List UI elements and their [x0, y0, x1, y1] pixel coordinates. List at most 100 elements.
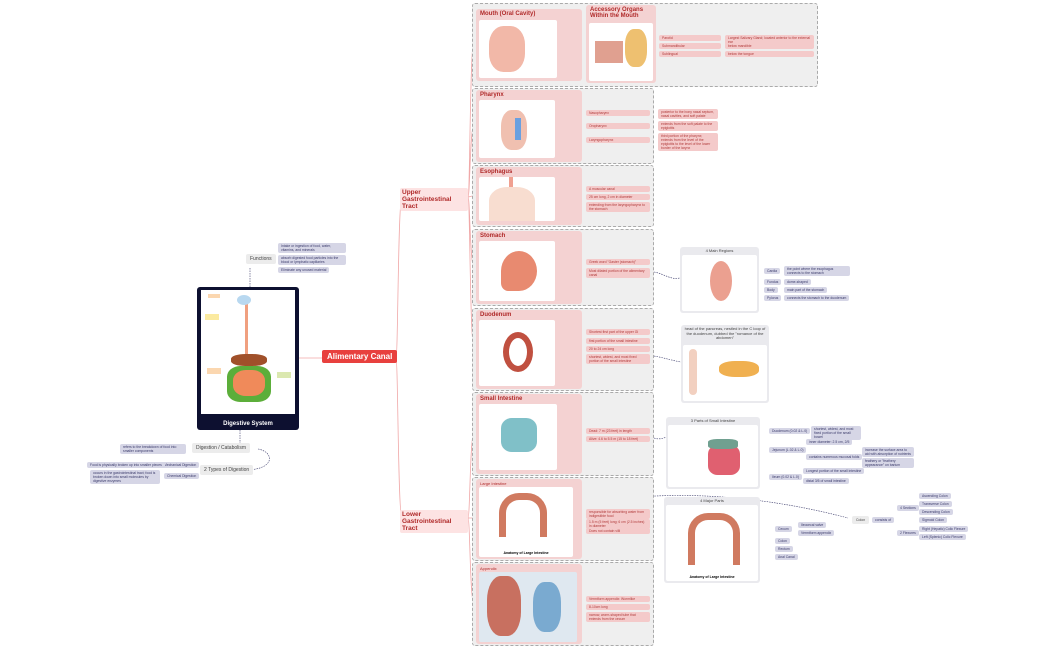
function-item: Eliminate any unused material	[278, 267, 330, 273]
ileum-desc: Longest portion of the small intestine	[803, 468, 865, 474]
function-item: Intake or ingestion of food, water, vita…	[278, 243, 346, 253]
small-intestine-parts-image	[668, 425, 758, 487]
region-pylorus[interactable]: Pylorus	[764, 295, 782, 301]
laryngopharynx-desc: third portion of the pharynx; extends fr…	[658, 133, 718, 151]
parotid[interactable]: Parotid	[659, 35, 721, 41]
colon-node[interactable]: Colon	[852, 516, 870, 524]
stomach-regions-panel[interactable]: 4 Main Regions	[680, 247, 759, 313]
colon-section: Transverse Colon	[919, 501, 952, 507]
jejunum-extra: increase the surface area to aid with ab…	[862, 447, 914, 457]
stomach-image	[479, 241, 555, 301]
duodenum-image	[479, 320, 555, 386]
oropharynx-desc: extends from the soft palate to the epig…	[658, 121, 718, 131]
image-caption: Digestive System	[223, 421, 273, 427]
submandibular[interactable]: Submandibular	[659, 43, 721, 49]
large-intestine-caption: Anatomy of Large Intestine	[503, 551, 549, 555]
stomach-regions-image	[682, 255, 757, 311]
laryngopharynx[interactable]: Laryngopharynx	[586, 137, 650, 143]
digestion-node[interactable]: Digestion / Catabolism	[192, 443, 251, 453]
cecum-sub: Ileocecal valve	[798, 522, 827, 528]
small-intestine-parts-panel[interactable]: 3 Parts of Small Intestine	[666, 417, 760, 489]
esophagus-item: A muscular canal	[586, 186, 650, 192]
chemical-digestion[interactable]: Chemical Digestion	[164, 473, 200, 479]
small-intestine-card[interactable]: Small Intestine	[476, 394, 582, 474]
stomach-item: Most dilated portion of the alimentary c…	[586, 268, 650, 278]
small-intestine-image	[479, 404, 557, 470]
duodenum-item: first portion of the small intestine	[586, 338, 650, 344]
stomach-card[interactable]: Stomach	[476, 231, 582, 304]
jejunum-part[interactable]: Jejunum (L.02 & L.0)	[769, 447, 807, 453]
colon-section: Ascending Colon	[919, 493, 951, 499]
types-node[interactable]: 2 Types of Digestion	[200, 465, 254, 475]
appendix-image	[479, 572, 577, 642]
oropharynx[interactable]: Oropharynx	[586, 123, 650, 129]
nasopharynx-desc: posterior to the bony nasal septum, nasa…	[658, 109, 718, 119]
small-intestine-item: Alive: 4.6 to 5.5 m (15 to 18 feet)	[586, 436, 650, 442]
ileum-desc: distal 3/5 of small intestine	[803, 478, 849, 484]
appendix-item: narrow, worm-shaped tube that extends fr…	[586, 612, 650, 622]
colon-flexure: Left (Splenic) Colic Flexure	[919, 534, 966, 540]
large-intestine-parts-image: Anatomy of Large Intestine	[666, 505, 758, 581]
pancreas-panel[interactable]: head of the pancreas, nestled in the C l…	[681, 325, 769, 403]
duodenum-item: shortest, widest, and most fixed portion…	[586, 354, 650, 364]
lower-gi-branch[interactable]: Lower Gastrointestinal Tract	[400, 510, 468, 533]
jejunum-extra: feathery or "feathery appearance" on bar…	[862, 458, 914, 468]
large-intestine-item: 1.5 m (5 feet) long; 6 cm (2.5 inches) i…	[586, 519, 650, 529]
digestion-desc: refers to the breakdown of food into sma…	[120, 444, 186, 454]
duodenum-part[interactable]: Duodenum (0.02 & L.0)	[769, 428, 811, 434]
consists-of: consists of	[872, 517, 895, 523]
duodenum-card[interactable]: Duodenum	[476, 310, 582, 389]
nasopharynx[interactable]: Nasopharynx	[586, 110, 650, 116]
pharynx-image	[479, 100, 555, 158]
region-cardia[interactable]: Cardia	[764, 268, 780, 274]
duodenum-item: 20 to 24 cm long	[586, 346, 650, 352]
region-fundus[interactable]: Fundus	[764, 279, 782, 285]
cecum-part[interactable]: Cecum	[775, 526, 792, 532]
colon-section: Sigmoid Colon	[919, 517, 948, 523]
sections-label[interactable]: 4 Sections	[897, 505, 919, 511]
region-body[interactable]: Body	[764, 287, 778, 293]
salivary-glands-image	[589, 23, 653, 81]
appendix-card[interactable]: Appendix	[476, 564, 582, 644]
chemical-desc: occurs in the gastrointestinal tract; fo…	[90, 470, 160, 484]
anal-canal-part[interactable]: Anal Canal	[775, 554, 798, 560]
functions-node[interactable]: Functions	[246, 254, 276, 264]
small-intestine-item: Dead: 7 m (23 feet) in length	[586, 428, 650, 434]
large-intestine-image: Anatomy of Large Intestine	[479, 487, 573, 557]
jejunum-desc: inner diameter: 2.5 cm, 2/5	[806, 439, 853, 445]
sublingual-desc: below the tongue	[725, 51, 814, 57]
esophagus-card[interactable]: Esophagus	[476, 167, 582, 225]
pharynx-card[interactable]: Pharynx	[476, 90, 582, 162]
accessory-organs-card[interactable]: Accessory Organs Within the Mouth	[586, 5, 656, 83]
digestive-system-image: Digestive System	[197, 287, 299, 430]
rectum-part[interactable]: Rectum	[775, 546, 793, 552]
sublingual[interactable]: Sublingual	[659, 51, 721, 57]
stomach-item: Greek word "Gaster (stomach)"	[586, 259, 650, 265]
duodenum-part-desc: shortest, widest, and most fixed portion…	[811, 426, 861, 440]
function-item: absorb digested food particles into the …	[278, 255, 346, 265]
pylorus-desc: connects the stomach to the duodenum	[784, 295, 850, 301]
large-intestine-item: responsible for absorbing water from ind…	[586, 509, 650, 519]
body-desc: main part of the stomach	[784, 287, 828, 293]
large-intestine-item: Does not contain villi	[586, 528, 650, 534]
pancreas-image	[683, 345, 767, 401]
esophagus-image	[479, 177, 555, 221]
duodenum-item: Shortest first part of the upper GI	[586, 329, 650, 335]
large-intestine-card[interactable]: Large Intestine Anatomy of Large Intesti…	[476, 479, 582, 559]
fundus-desc: dome-shaped	[784, 279, 811, 285]
upper-gi-branch[interactable]: Upper Gastrointestinal Tract	[400, 188, 468, 211]
mechanical-desc: Food is physically broken up into smalle…	[87, 462, 165, 468]
large-intestine-parts-caption: Anatomy of Large Intestine	[689, 575, 735, 579]
mouth-card[interactable]: Mouth (Oral Cavity)	[476, 9, 582, 81]
submandibular-desc: below mandible	[725, 43, 814, 49]
cardia-desc: the point where the esophagus connects t…	[784, 266, 850, 276]
mechanical-digestion[interactable]: Mechanical Digestion	[161, 462, 200, 468]
central-topic[interactable]: Alimentary Canal	[322, 350, 398, 363]
appendix-item: 8-10cm long	[586, 604, 650, 610]
esophagus-item: extending from the laryngopharynx to the…	[586, 202, 650, 212]
mouth-image	[479, 20, 557, 78]
colon-part[interactable]: Colon	[775, 538, 790, 544]
flexures-label[interactable]: 2 Flexures	[897, 530, 919, 536]
ileum-part[interactable]: Ileum (0.02 & L.0)	[769, 474, 802, 480]
large-intestine-parts-panel[interactable]: 4 Major Parts Anatomy of Large Intestine	[664, 497, 760, 583]
